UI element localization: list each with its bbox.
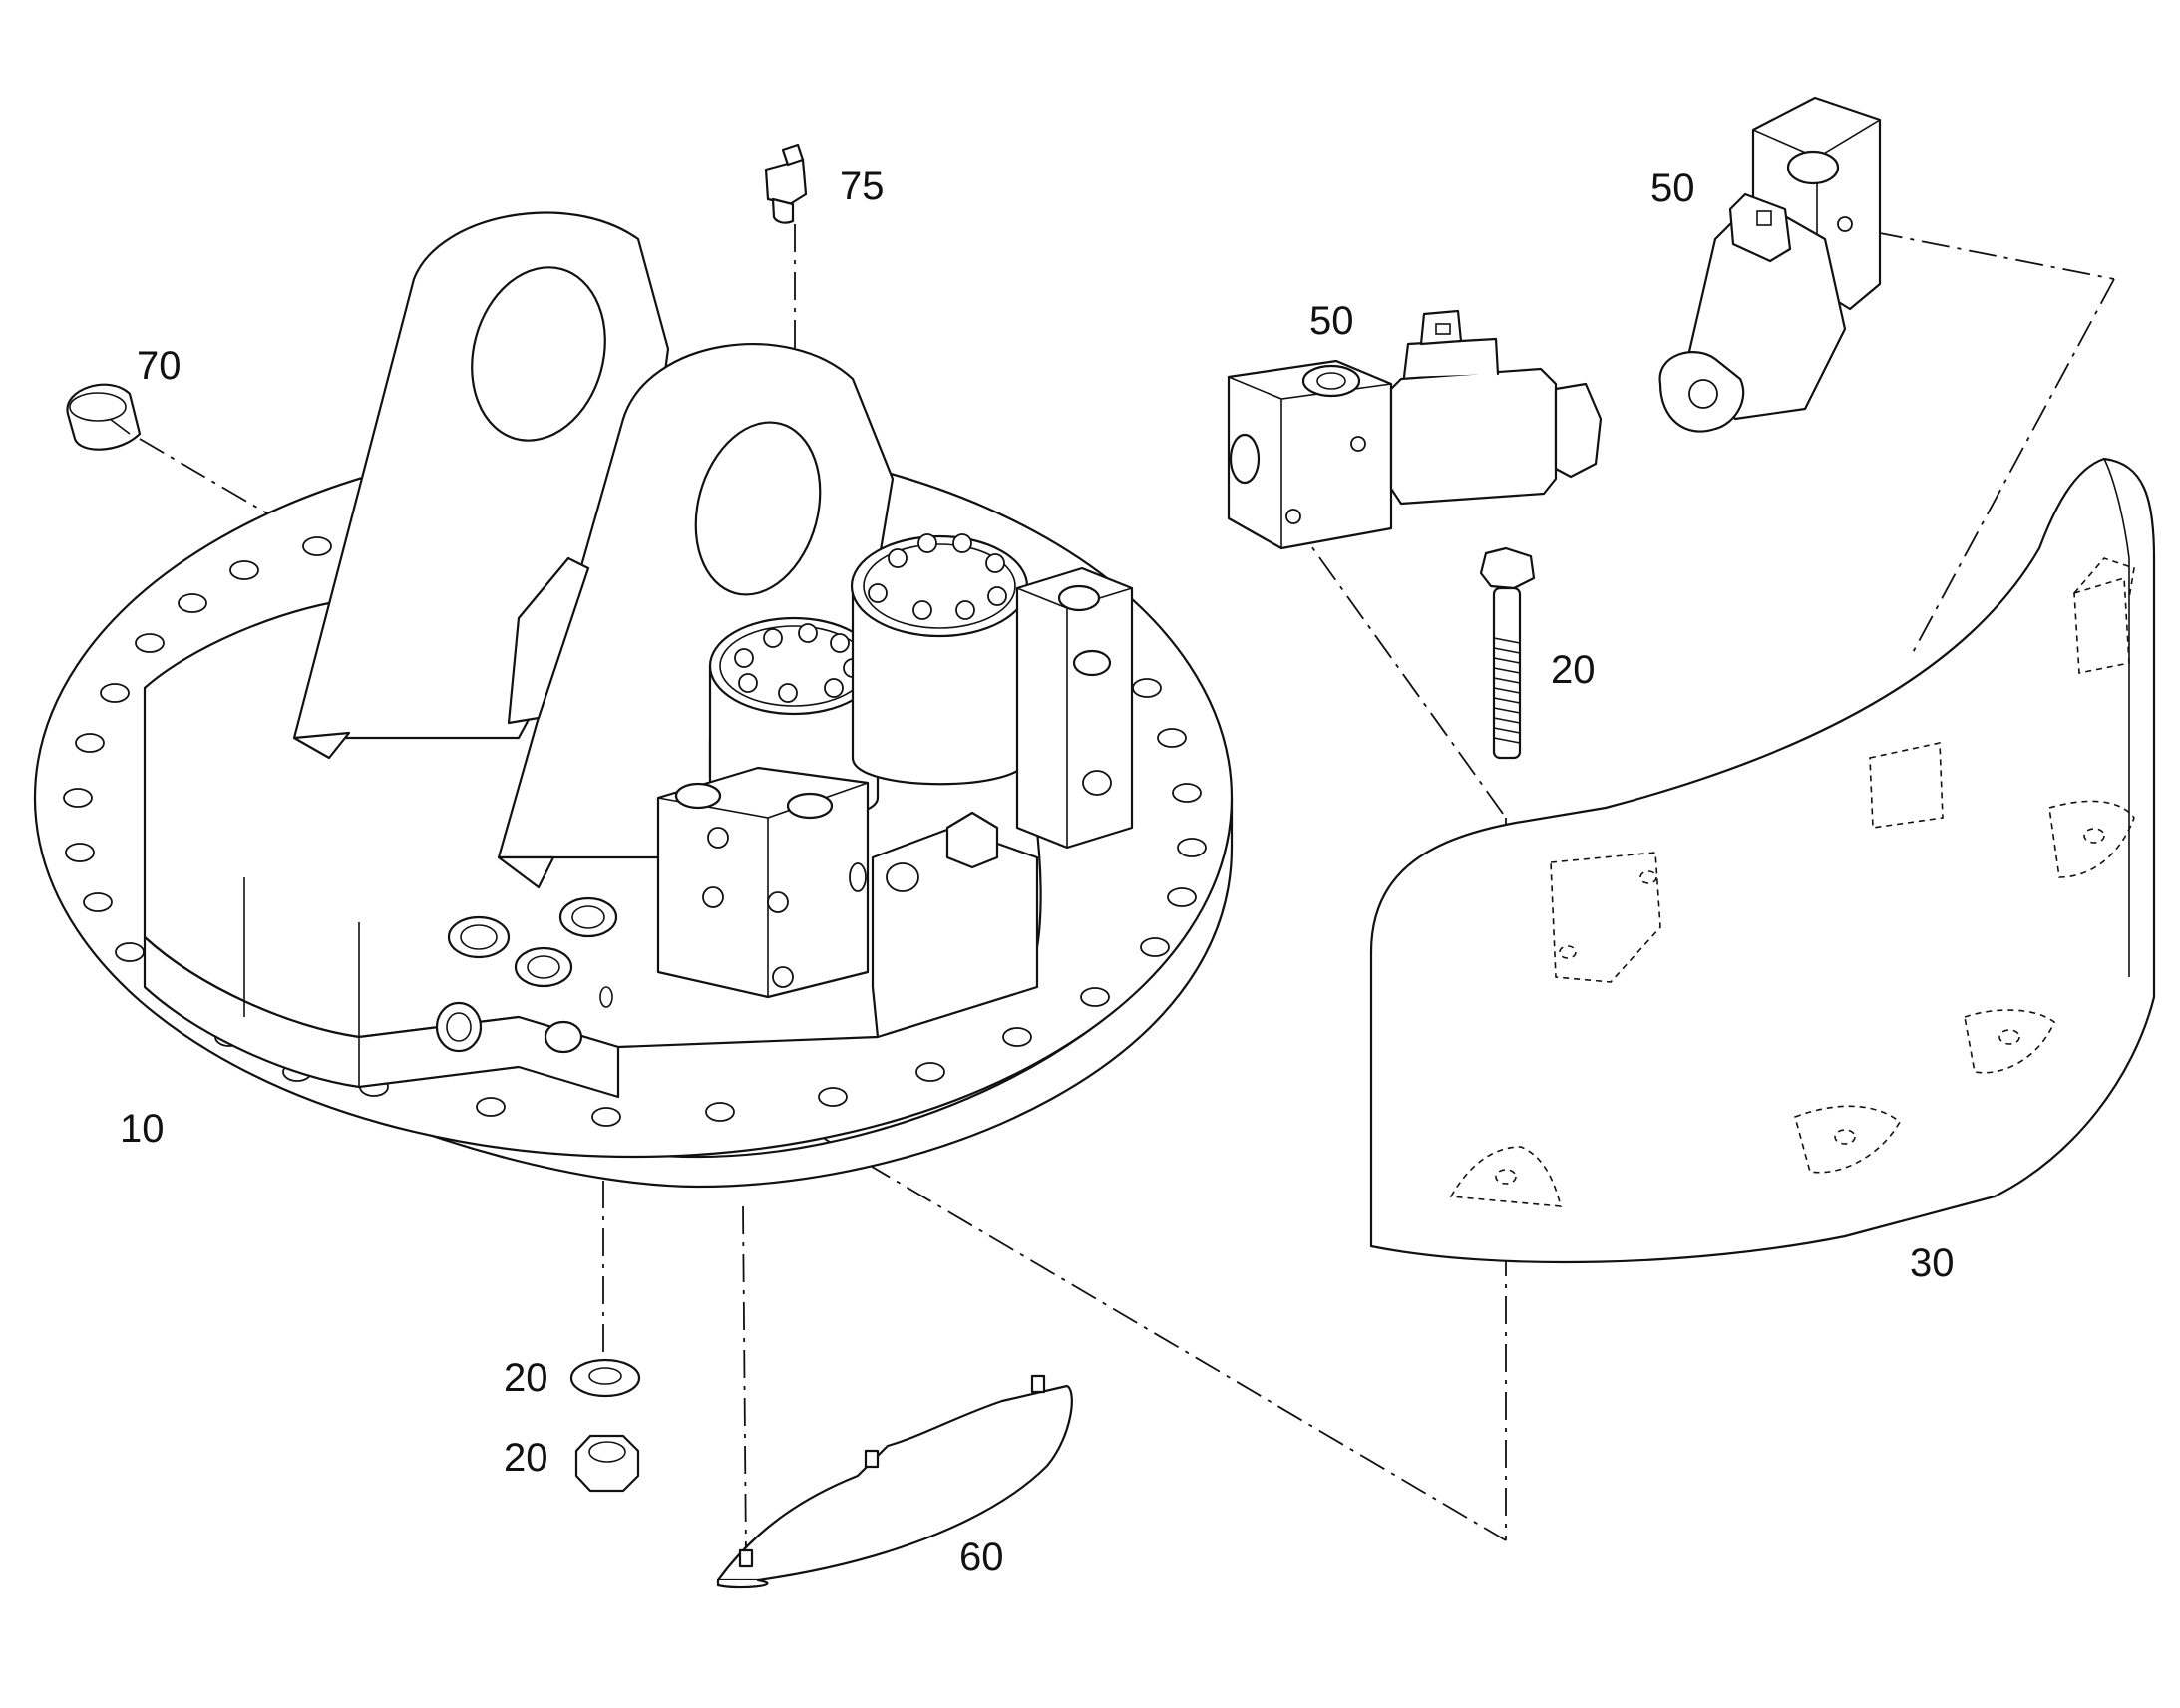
- leader-50-right-b: [1909, 278, 2115, 659]
- valve-block-front: [656, 766, 870, 999]
- hydraulic-motor-right: [850, 533, 1084, 786]
- valve-block-side: [1015, 566, 1134, 850]
- leader-50-right: [1874, 231, 2115, 280]
- washer-part: [569, 1358, 641, 1398]
- leader-50-left: [1290, 517, 1507, 819]
- callout-10: 10: [120, 1107, 165, 1151]
- solenoid-valve-left: [1227, 309, 1603, 550]
- callout-20-washer: 20: [504, 1356, 548, 1400]
- callout-50-left: 50: [1309, 299, 1354, 343]
- solenoid-valve-right: [1658, 96, 1882, 433]
- breather-valve-part: [764, 143, 808, 224]
- cover-plate-part: [716, 1374, 1073, 1589]
- callout-70: 70: [137, 344, 182, 388]
- callout-60: 60: [959, 1536, 1004, 1579]
- callout-30: 30: [1910, 1241, 1955, 1285]
- curved-guard-part: [1369, 457, 2156, 1264]
- nut-part: [574, 1434, 640, 1493]
- callout-50-right: 50: [1650, 167, 1695, 210]
- guard-hidden-bosses: [1449, 557, 2135, 1207]
- base-ports: [435, 896, 618, 1054]
- callout-75: 75: [840, 165, 885, 208]
- callout-20-bolt: 20: [1551, 648, 1596, 692]
- callout-20-nut: 20: [504, 1436, 548, 1480]
- leader-cover: [742, 1205, 747, 1556]
- leader-main-diagonal: [617, 1016, 1507, 1541]
- bolt-part: [1479, 546, 1536, 760]
- plug-part: [66, 383, 142, 451]
- callout-labels: 10 20 20 20 30 50 50 60 70 75: [120, 165, 1955, 1579]
- small-fitting-blocks: [871, 811, 1039, 1039]
